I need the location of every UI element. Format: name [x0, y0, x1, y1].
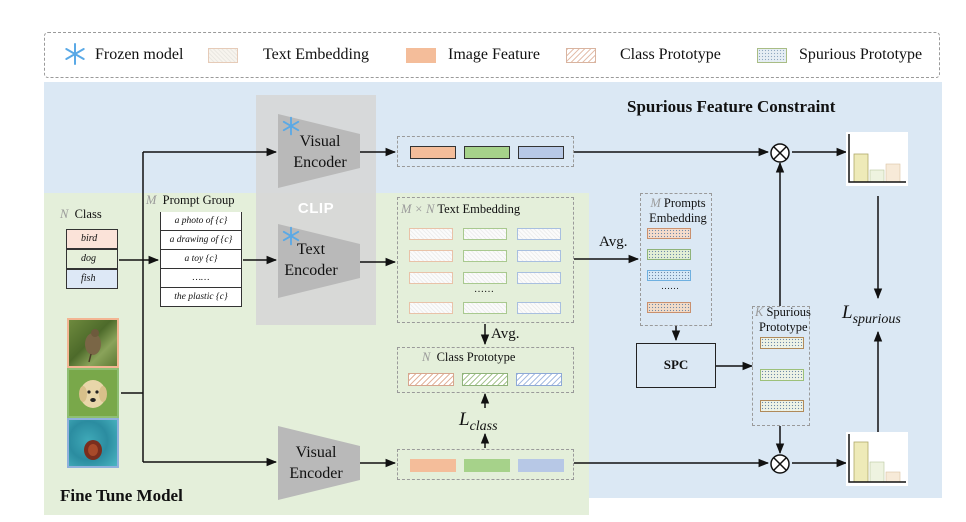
histogram-bottom: [846, 432, 908, 486]
histogram-top-bars: [853, 153, 901, 183]
class-list-title: N Class: [60, 207, 102, 221]
legend-image-feature-swatch: [406, 48, 436, 63]
class-prototype-cell: [462, 373, 508, 386]
prompt-group-title: M Prompt Group: [146, 193, 235, 207]
legend-text-embedding-swatch: [208, 48, 238, 63]
dog-image-drawing: [79, 380, 107, 408]
histogram-top: [846, 132, 908, 186]
snowflake-icon: [282, 116, 300, 136]
legend-image-feature-label: Image Feature: [448, 46, 540, 63]
legend-spurious-prototype-label: Spurious Prototype: [799, 46, 923, 63]
class-prototype-box: N Class Prototype: [397, 347, 574, 393]
text-embedding-cell: [409, 250, 453, 262]
spurious-region-title: Spurious Feature Constraint: [627, 97, 836, 116]
multiply-icon: [770, 454, 790, 474]
prompt-embedding-cell: [647, 249, 691, 260]
spurious-prototype-box: K Spurious Prototype: [752, 305, 811, 426]
bird-image: [67, 318, 119, 368]
finetune-region-title: Fine Tune Model: [60, 486, 183, 505]
spurious-prototype-title: K Spurious Prototype: [755, 305, 811, 334]
legend-text-embedding-label: Text Embedding: [263, 46, 369, 63]
image-feature-orange: [410, 459, 456, 472]
spurious-prototype-cell: [760, 369, 804, 381]
spurious-loss-label: Lspurious: [842, 302, 901, 327]
clip-label: CLIP: [297, 200, 335, 217]
text-embedding-cell: [517, 272, 561, 284]
text-embedding-cell: [409, 302, 453, 314]
prompt-item: a photo of {c}: [160, 212, 242, 231]
spurious-prototype-cell: [760, 400, 804, 412]
prompt-item: the plastic {c}: [160, 288, 242, 307]
prompt-item: a drawing of {c}: [160, 231, 242, 250]
legend-spurious-prototype-swatch: [757, 48, 787, 63]
class-prototype-cell: [408, 373, 454, 386]
class-item-fish: fish: [66, 269, 118, 289]
text-embedding-cell: [463, 250, 507, 262]
text-embedding-title: M × N Text Embedding: [401, 202, 521, 216]
text-embedding-cell: [517, 228, 561, 240]
prompt-item: ……: [160, 269, 242, 288]
text-embedding-cell: [409, 272, 453, 284]
visual-encoder-bottom-shape: [278, 426, 360, 500]
text-embedding-cell: [463, 272, 507, 284]
legend: Frozen model Text Embedding Image Featur…: [44, 32, 940, 78]
image-feature-blue: [518, 146, 564, 159]
class-prototype-title: N Class Prototype: [422, 350, 516, 364]
legend-class-prototype-swatch: [566, 48, 596, 63]
image-feature-blue: [518, 459, 564, 472]
text-embedding-cell: [409, 228, 453, 240]
text-embedding-box: M × N Text Embedding ……: [397, 197, 574, 323]
prompt-embedding-cell: [647, 228, 691, 239]
text-embedding-cell: [517, 250, 561, 262]
prompt-embedding-cell: [647, 302, 691, 313]
visual-encoder-top-shape: [278, 114, 360, 188]
multiply-icon: [770, 143, 790, 163]
class-loss-label: Lclass: [459, 409, 498, 434]
class-item-dog: dog: [66, 249, 118, 269]
class-item-bird: bird: [66, 229, 118, 249]
dog-image: [67, 368, 119, 418]
prompt-item: a toy {c}: [160, 250, 242, 269]
prompts-embedding-box: M Prompts Embedding ……: [640, 193, 712, 326]
fish-image-drawing: [84, 440, 102, 460]
bird-image-drawing: [85, 329, 101, 363]
snowflake-icon: [65, 43, 85, 65]
text-encoder-shape: [278, 224, 360, 298]
avg-label-right: Avg.: [599, 234, 628, 250]
text-embedding-dots: ……: [474, 284, 494, 295]
legend-frozen-label: Frozen model: [95, 46, 184, 63]
prompt-embedding-cell: [647, 270, 691, 281]
image-feature-green: [464, 459, 510, 472]
prompts-embedding-title: M Prompts Embedding: [649, 196, 707, 225]
class-prototype-cell: [516, 373, 562, 386]
spurious-prototype-cell: [760, 337, 804, 349]
image-feature-green: [464, 146, 510, 159]
prompts-embedding-dots: ……: [661, 281, 679, 291]
avg-label-middle: Avg.: [491, 326, 520, 342]
text-embedding-cell: [463, 228, 507, 240]
spc-box: SPC: [636, 343, 716, 388]
top-image-feature-box: [397, 136, 574, 167]
bottom-image-feature-box: [397, 449, 574, 480]
text-embedding-cell: [463, 302, 507, 314]
snowflake-icon: [282, 226, 300, 246]
image-feature-orange: [410, 146, 456, 159]
text-embedding-cell: [517, 302, 561, 314]
legend-class-prototype-label: Class Prototype: [620, 46, 721, 63]
fish-image: [67, 418, 119, 468]
